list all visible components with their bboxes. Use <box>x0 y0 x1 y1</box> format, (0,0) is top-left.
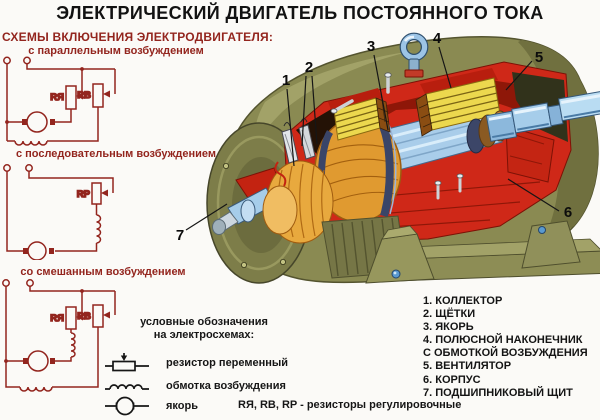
parts-list-line: 4. ПОЛЮСНОЙ НАКОНЕЧНИК <box>423 334 583 347</box>
output-shaft <box>485 90 600 142</box>
motor-cutaway-illustration: 1 2 3 4 5 6 7 <box>176 30 600 284</box>
callout-number-5: 5 <box>535 49 543 66</box>
variable-resistor-symbol-icon <box>105 353 149 372</box>
terminal-icon <box>26 279 34 287</box>
parts-list-line: 1. КОЛЛЕКТОР <box>423 295 503 307</box>
scheme-mixed-circuit: RЯ RB <box>2 279 116 392</box>
parts-list-line: 5. ВЕНТИЛЯТОР <box>423 360 512 373</box>
callout-number-1: 1 <box>282 72 290 89</box>
callout-number-3: 3 <box>367 38 375 55</box>
schemes-header: СХЕМЫ ВКЛЮЧЕНИЯ ЭЛЕКТРОДВИГАТЕЛЯ: <box>2 30 274 44</box>
wire <box>26 64 116 96</box>
legend-note: RЯ, RB, RP - резисторы регулировочные <box>238 399 462 411</box>
parts-list-line: 3. ЯКОРЬ <box>423 321 474 334</box>
parts-list-line: С ОБМОТКОЙ ВОЗБУЖДЕНИЯ <box>423 347 588 360</box>
callouts: 1 2 3 4 5 6 7 <box>176 30 572 244</box>
field-winding-symbol-icon <box>105 384 149 390</box>
rear-bearing-bracket <box>505 125 555 183</box>
wire <box>6 64 72 141</box>
resistor-rb <box>92 83 104 108</box>
resistor-label: RB <box>77 311 91 322</box>
armature-symbol <box>26 111 48 133</box>
parts-list-line: 2. ЩЁТКИ <box>423 308 476 321</box>
callout-number-6: 6 <box>564 204 572 221</box>
resistor-rya <box>65 306 77 330</box>
legend-header-line1: условные обозначения <box>140 316 268 328</box>
resistor-label: RЯ <box>50 92 64 103</box>
mounting-base <box>365 220 600 284</box>
callout-number-4: 4 <box>433 30 442 47</box>
legend-header-line2: на электросхемах: <box>153 329 255 341</box>
page-title: ЭЛЕКТРИЧЕСКИЙ ДВИГАТЕЛЬ ПОСТОЯННОГО ТОКА <box>56 3 544 23</box>
armature-symbol <box>27 241 47 260</box>
terminal-icon <box>25 164 33 172</box>
field-coil <box>5 286 99 392</box>
wire <box>6 171 23 252</box>
wire <box>29 286 116 317</box>
commutator <box>262 160 334 244</box>
callout-number-7: 7 <box>176 227 184 244</box>
terminal-icon <box>2 279 10 287</box>
field-coil <box>55 204 102 252</box>
resistor-label: RЯ <box>50 313 64 324</box>
resistor-label: RB <box>77 90 91 101</box>
scheme-parallel-label: с параллельным возбуждением <box>28 45 204 57</box>
scheme-series-label: с последовательным возбуждением <box>15 148 217 160</box>
series-coil <box>55 329 76 362</box>
scheme-mixed-label: со смешанным возбуждением <box>20 266 186 278</box>
parts-list: 1. КОЛЛЕКТОР 2. ЩЁТКИ 3. ЯКОРЬ 4. ПОЛЮСН… <box>423 295 588 400</box>
terminal-icon <box>3 164 11 172</box>
pole-coil-right <box>415 68 501 137</box>
armature-symbol-icon <box>105 396 149 416</box>
legend-label-resistor: резистор переменный <box>166 357 289 369</box>
resistor-rb <box>92 304 104 328</box>
legend-label-armature: якорь <box>166 400 198 412</box>
terminal-icon <box>23 56 31 65</box>
resistor-label: RP <box>77 189 91 200</box>
callout-leader-lines <box>185 46 560 231</box>
screws <box>330 72 464 200</box>
scheme-parallel-circuit: RЯ RB <box>3 56 116 146</box>
callout-number-2: 2 <box>305 59 313 76</box>
parts-list-line: 7. ПОДШИПНИКОВЫЙ ЩИТ <box>423 386 573 399</box>
resistor-rp <box>91 182 102 205</box>
resistor-rya <box>65 85 77 110</box>
field-coil <box>7 107 99 146</box>
eyebolt <box>399 32 429 78</box>
legend-label-winding: обмотка возбуждения <box>166 380 286 392</box>
scheme-series-circuit: RP <box>3 164 114 260</box>
wire <box>28 171 114 193</box>
parts-list-line: 6. КОРПУС <box>423 373 481 386</box>
terminal-icon <box>3 56 11 65</box>
armature-symbol <box>27 350 49 372</box>
